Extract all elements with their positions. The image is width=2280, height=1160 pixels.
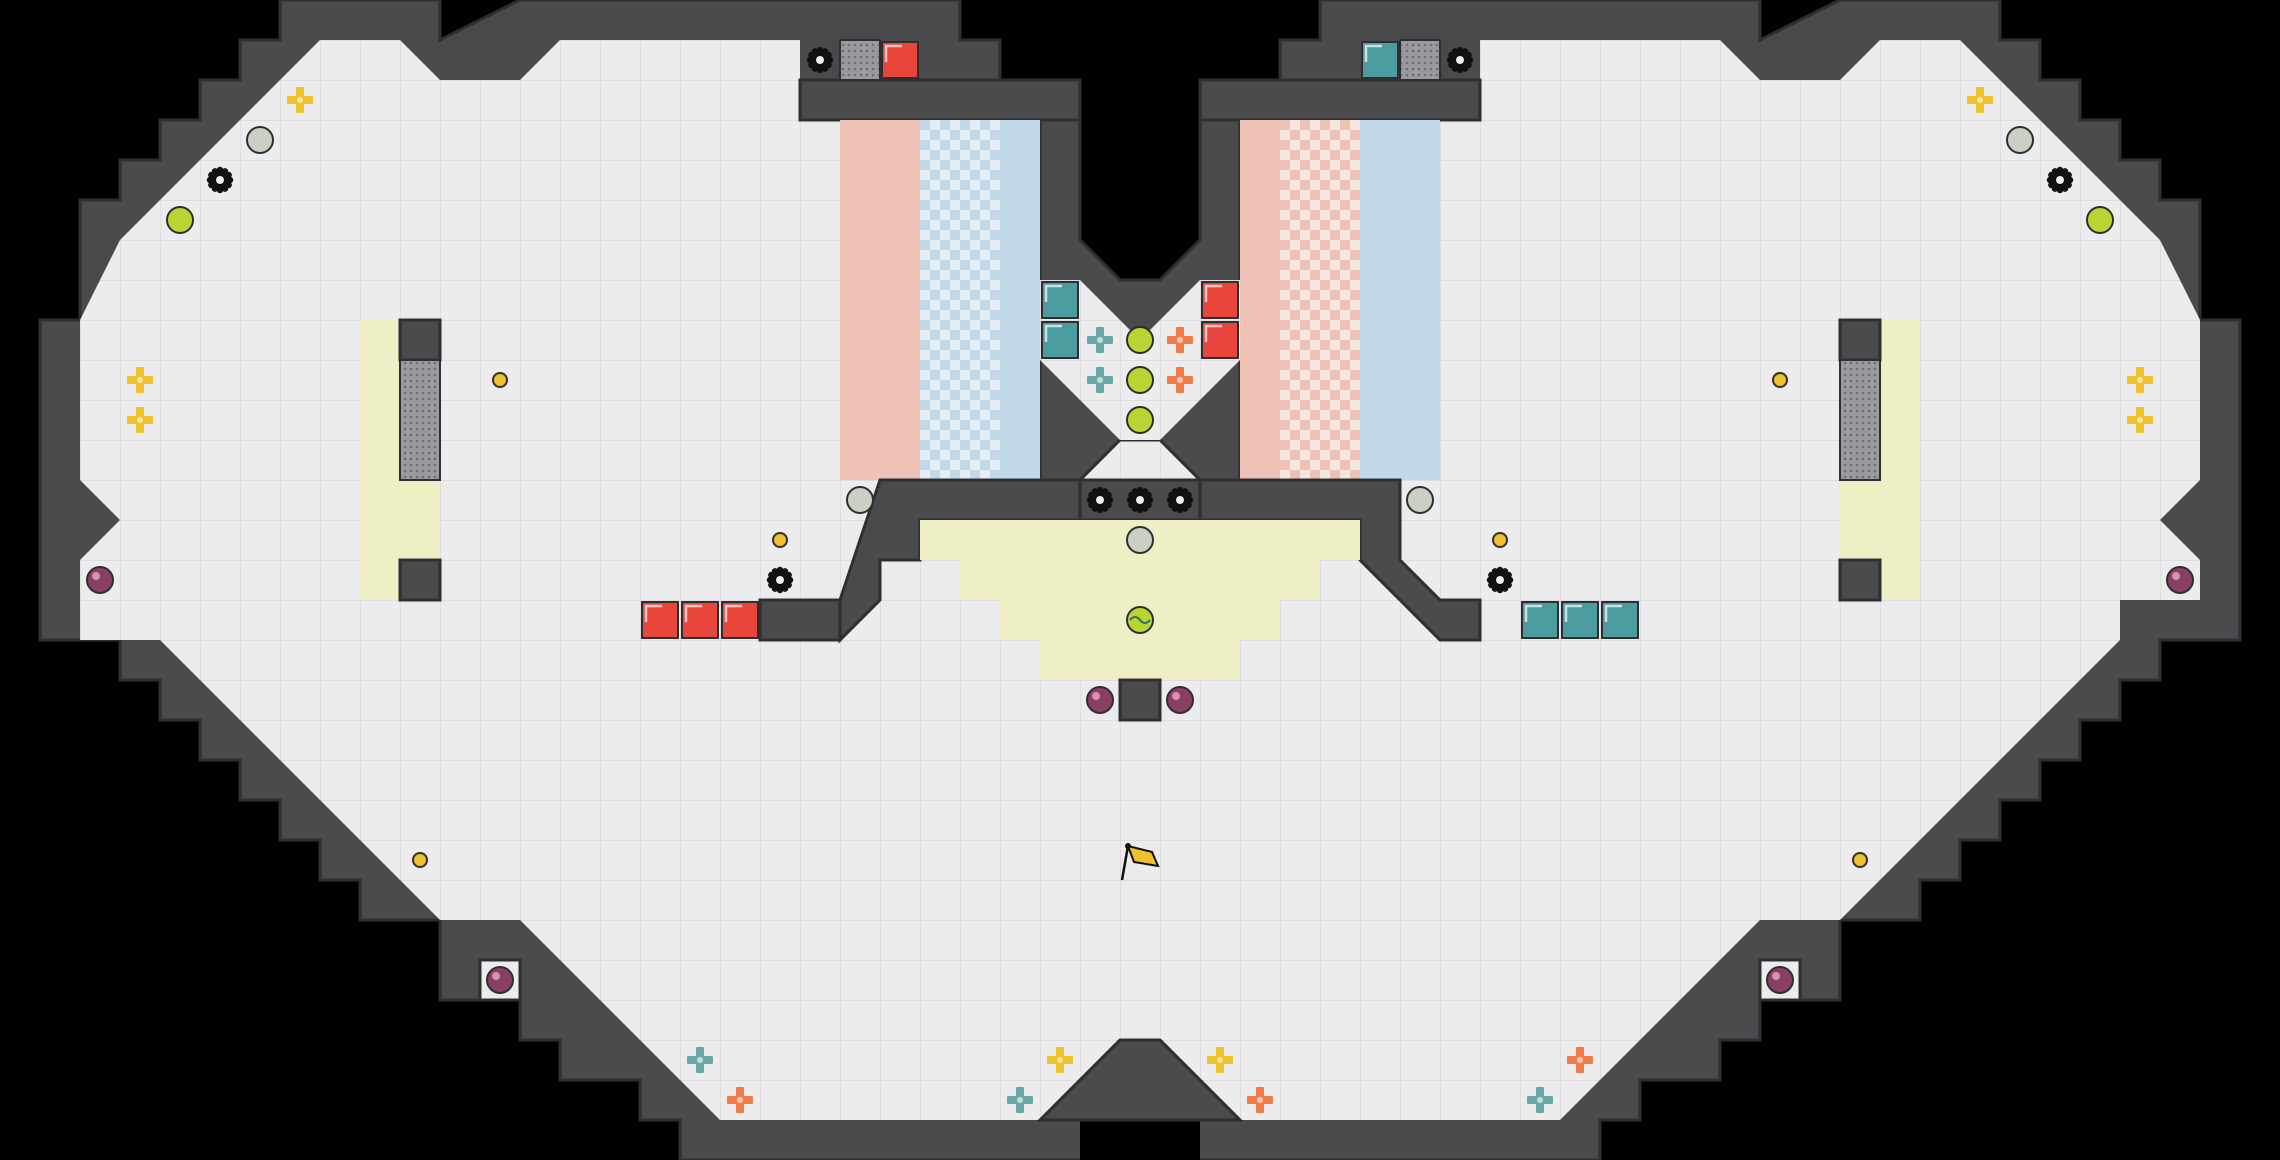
plus-icon [1167, 327, 1193, 353]
lime-orb-icon [1126, 406, 1154, 434]
v-floor [1040, 280, 1240, 440]
plus-icon [1567, 1047, 1593, 1073]
coin-icon [492, 372, 508, 388]
red-zone-left [840, 120, 920, 480]
coin-icon [412, 852, 428, 868]
pillar-right-bottom [1838, 558, 1882, 602]
red-block-icon [1201, 321, 1239, 359]
checker-blue-left [920, 120, 1000, 480]
teal-block-icon [1561, 601, 1599, 639]
coin-icon [1492, 532, 1508, 548]
plus-icon [127, 407, 153, 433]
red-block-icon [641, 601, 679, 639]
plus-icon [1167, 367, 1193, 393]
pillar-left-top [398, 318, 442, 362]
red-block-icon [681, 601, 719, 639]
coin-icon [1772, 372, 1788, 388]
gear-icon [1086, 486, 1114, 514]
lime-orb-icon [2086, 206, 2114, 234]
checker-red-right [1280, 120, 1360, 480]
bottom-ridge [1036, 1038, 1244, 1122]
lime-orb-icon [1126, 326, 1154, 354]
gear-icon [1166, 486, 1194, 514]
potion-icon [1766, 966, 1794, 994]
center-pillar [1118, 678, 1162, 722]
gear-icon [2046, 166, 2074, 194]
plus-icon [1007, 1087, 1033, 1113]
lime-orb-icon [1126, 366, 1154, 394]
yellow-zone-left [360, 320, 400, 600]
grate-left [399, 359, 441, 481]
plus-icon [1087, 367, 1113, 393]
potion-icon [86, 566, 114, 594]
plus-icon [1047, 1047, 1073, 1073]
grey-orb-icon [846, 486, 874, 514]
teal-block-icon [1041, 281, 1079, 319]
gear-icon [1486, 566, 1514, 594]
special-orb-icon [1126, 606, 1154, 634]
red-block-icon [1201, 281, 1239, 319]
yellow-zone-center [920, 520, 1360, 680]
plus-icon [1087, 327, 1113, 353]
pillar-right-top [1838, 318, 1882, 362]
red-block-icon [721, 601, 759, 639]
flag-icon [1120, 843, 1160, 881]
grate-top-left [839, 39, 881, 81]
red-block-icon [881, 41, 919, 79]
teal-block-icon [1601, 601, 1639, 639]
plus-icon [1247, 1087, 1273, 1113]
shelf-right [1198, 78, 1482, 122]
teal-block-icon [1361, 41, 1399, 79]
teal-block-icon [1041, 321, 1079, 359]
gear-icon [1446, 46, 1474, 74]
potion-icon [1086, 686, 1114, 714]
pillar-left-bottom [398, 558, 442, 602]
potion-icon [2166, 566, 2194, 594]
potion-icon [1166, 686, 1194, 714]
plus-icon [1527, 1087, 1553, 1113]
grate-top-right [1399, 39, 1441, 81]
shelf-left [798, 78, 1082, 122]
grey-orb-icon [1126, 526, 1154, 554]
gear-icon [1126, 486, 1154, 514]
lime-orb-icon [166, 206, 194, 234]
gear-icon [806, 46, 834, 74]
plus-icon [727, 1087, 753, 1113]
coin-icon [1852, 852, 1868, 868]
grate-right [1839, 359, 1881, 481]
plus-icon [2127, 367, 2153, 393]
ledge-left-lower [758, 598, 842, 642]
grey-orb-icon [1406, 486, 1434, 514]
blue-zone-right [1360, 120, 1440, 480]
grey-orb-icon [2006, 126, 2034, 154]
red-zone-right [1240, 120, 1280, 480]
teal-block-icon [1521, 601, 1559, 639]
plus-icon [1207, 1047, 1233, 1073]
yellow-zone-right [1880, 320, 1920, 600]
coin-icon [772, 532, 788, 548]
plus-icon [2127, 407, 2153, 433]
gear-icon [206, 166, 234, 194]
potion-icon [486, 966, 514, 994]
gear-icon [766, 566, 794, 594]
blue-zone-left [1000, 120, 1040, 480]
plus-icon [1967, 87, 1993, 113]
plus-icon [687, 1047, 713, 1073]
plus-icon [287, 87, 313, 113]
grey-orb-icon [246, 126, 274, 154]
plus-icon [127, 367, 153, 393]
